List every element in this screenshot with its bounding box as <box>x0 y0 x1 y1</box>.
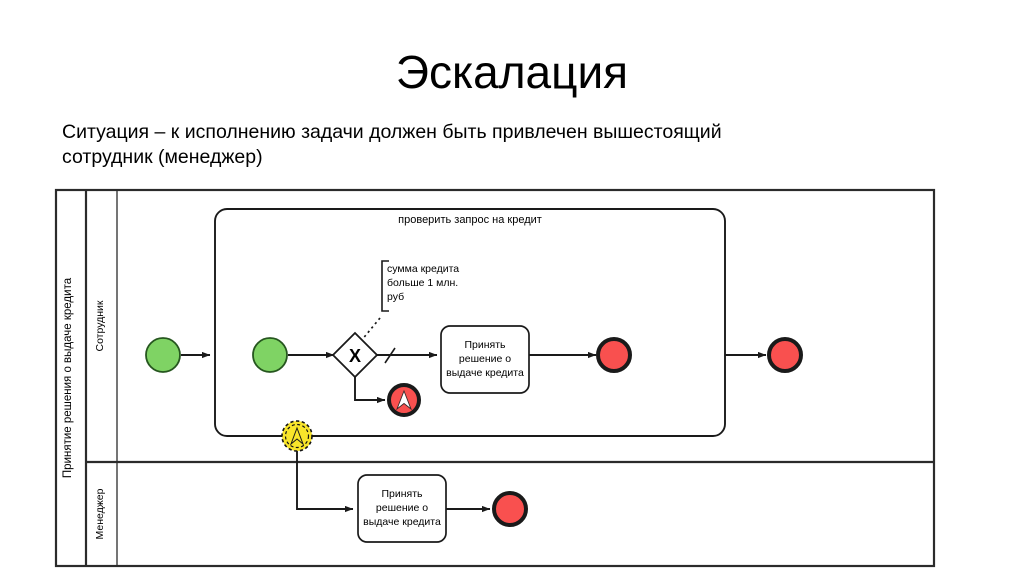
subprocess-border <box>214 208 726 437</box>
gateway-diamond <box>331 331 379 379</box>
pool-label: Принятие решения о выдаче кредита <box>62 277 74 478</box>
start-event-outer[interactable] <box>145 337 181 373</box>
end-event-manager[interactable] <box>492 491 528 527</box>
lane-label-employee: Сотрудник <box>94 300 106 351</box>
annotation-line-1: сумма кредита <box>387 263 459 275</box>
annotation-bracket <box>381 260 389 312</box>
subprocess-check-credit-request[interactable]: проверить запрос на кредит <box>214 208 726 437</box>
task-label-line-1: Принять <box>381 488 423 500</box>
page-subtitle: Ситуация – к исполнению задачи должен бы… <box>62 121 722 168</box>
flow-gateway-to-escalation-end <box>354 377 386 404</box>
task-label-line-2: решение о <box>376 502 428 514</box>
task-label-line-3: выдаче кредита <box>363 516 441 528</box>
escalation-arrow-icon <box>395 389 413 411</box>
text-annotation: сумма кредита больше 1 млн. руб <box>360 260 459 342</box>
boundary-inner-circle <box>284 423 310 449</box>
end-event-inner[interactable] <box>596 337 632 373</box>
annotation-line-3: руб <box>387 291 404 303</box>
sequence-flows-employee-lane <box>181 347 767 404</box>
task-border <box>440 325 530 394</box>
page-title: Эскалация <box>395 46 629 98</box>
exclusive-gateway[interactable]: X <box>331 331 379 379</box>
escalation-boundary-event[interactable] <box>281 420 313 452</box>
default-flow-marker <box>384 347 396 364</box>
task-make-credit-decision-manager[interactable]: Принять решение о выдаче кредита <box>357 474 447 543</box>
escalation-end-event[interactable] <box>387 383 421 417</box>
escalation-arrow-icon <box>289 426 305 446</box>
lane-label-manager: Менеджер <box>94 488 106 539</box>
flow-boundary-to-manager-task <box>296 451 354 513</box>
task-label-line-2: решение о <box>459 353 511 365</box>
start-event-inner[interactable] <box>252 337 288 373</box>
task-label-line-1: Принять <box>464 339 506 351</box>
annotation-line-2: больше 1 млн. <box>387 277 458 289</box>
gateway-symbol: X <box>349 346 361 366</box>
task-label-line-3: выдаче кредита <box>446 367 524 379</box>
task-make-credit-decision-employee[interactable]: Принять решение о выдаче кредита <box>440 325 530 394</box>
subprocess-label: проверить запрос на кредит <box>398 214 542 226</box>
end-event-outer[interactable] <box>767 337 803 373</box>
